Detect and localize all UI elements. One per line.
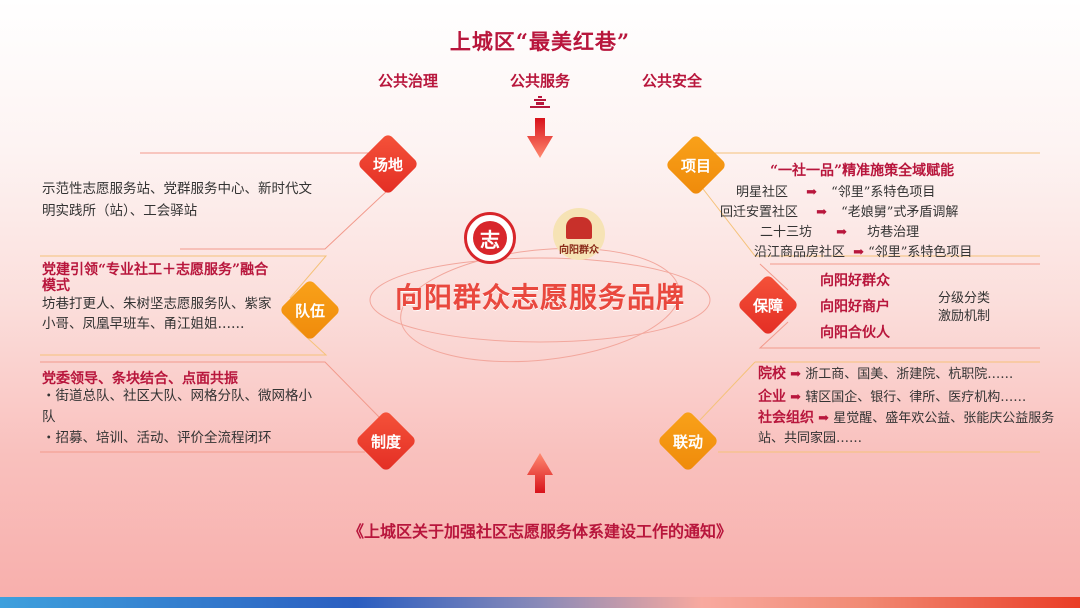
venue-text: 示范性志愿服务站、党群服务中心、新时代文明实践所（站）、工会驿站 [42,181,312,219]
project-row: 回迁安置社区 ➡“老娘舅”式矛盾调解 [720,205,959,220]
system-bullet-2: ・招募、培训、活动、评价全流程闭环 [42,430,272,446]
arrow-down-icon [527,118,553,158]
pillars: 公共治理 公共服务 公共安全 [0,70,1080,91]
arrow-up-icon [527,453,553,493]
guarantee-item: 向阳好商户 [820,299,890,315]
pillar-safety: 公共安全 [641,72,702,90]
policy-notice: 《上城区关于加强社区志愿服务体系建设工作的通知》 [347,522,732,541]
project-row: 沿江商品房社区 ➡“邻里”系特色项目 [754,245,973,260]
brand-title: 向阳群众志愿服务品牌 [394,281,685,314]
team-headline: 党建引领“专业社工＋志愿服务”融合模式 [42,262,269,294]
arrow-right-icon: ➡ [790,390,802,405]
linkage-rows: 院校 ➡ 浙工商、国美、浙建院、杭职院…… 企业 ➡ 辖区国企、银行、律所、医疗… [758,364,1070,449]
temple-icon [530,96,550,108]
guarantee-badge: 保障 [736,273,800,337]
project-rows: 明星社区 ➡“邻里”系特色项目 回迁安置社区 ➡“老娘舅”式矛盾调解 二十三坊 … [720,181,1040,261]
project-row: 二十三坊 ➡坊巷治理 [760,225,920,240]
venue-badge: 场地 [356,132,420,196]
arrow-right-icon: ➡ [790,367,802,382]
project-row: 明星社区 ➡“邻里”系特色项目 [736,185,936,200]
arrow-right-icon: ➡ [806,185,818,200]
team-badge: 队伍 [278,278,342,342]
bottom-gradient-bar [0,597,1080,608]
volunteer-logo: 志 [464,212,516,264]
guarantee-item: 向阳合伙人 [820,325,890,341]
pillar-governance: 公共治理 [377,72,438,90]
linkage-row: 院校 ➡ 浙工商、国美、浙建院、杭职院…… [758,366,1014,382]
arrow-right-icon: ➡ [818,411,830,426]
page-title: 上城区“最美红巷” [449,29,631,54]
team-text: 坊巷打更人、朱树坚志愿服务队、紫家小哥、凤凰早班车、甬江姐姐…… [42,296,272,332]
arrow-right-icon: ➡ [816,205,828,220]
system-badge: 制度 [354,409,418,473]
xiangyang-logo: 向阳群众 [553,208,605,260]
guarantee-item: 向阳好群众 [820,273,890,289]
linkage-row: 企业 ➡ 辖区国企、银行、律所、医疗机构…… [758,389,1027,405]
arrow-right-icon: ➡ [853,245,865,260]
arrow-right-icon: ➡ [836,225,848,240]
guarantee-note: 分级分类 激励机制 [938,291,991,324]
project-badge: 项目 [664,133,728,197]
system-bullet-1: ・街道总队、社区大队、网格分队、微网格小队 [42,388,312,425]
system-headline: 党委领导、条块结合、点面共振 [42,371,238,387]
pillar-service: 公共服务 [509,72,570,90]
guarantee-items: 向阳好群众 向阳好商户 向阳合伙人 [820,268,890,346]
linkage-badge: 联动 [656,409,720,473]
project-headline: “一社一品”精准施策全域赋能 [770,163,955,179]
linkage-row: 社会组织 ➡ 星觉醒、盛年欢公益、张能庆公益服务站、共同家园…… [758,410,1055,446]
